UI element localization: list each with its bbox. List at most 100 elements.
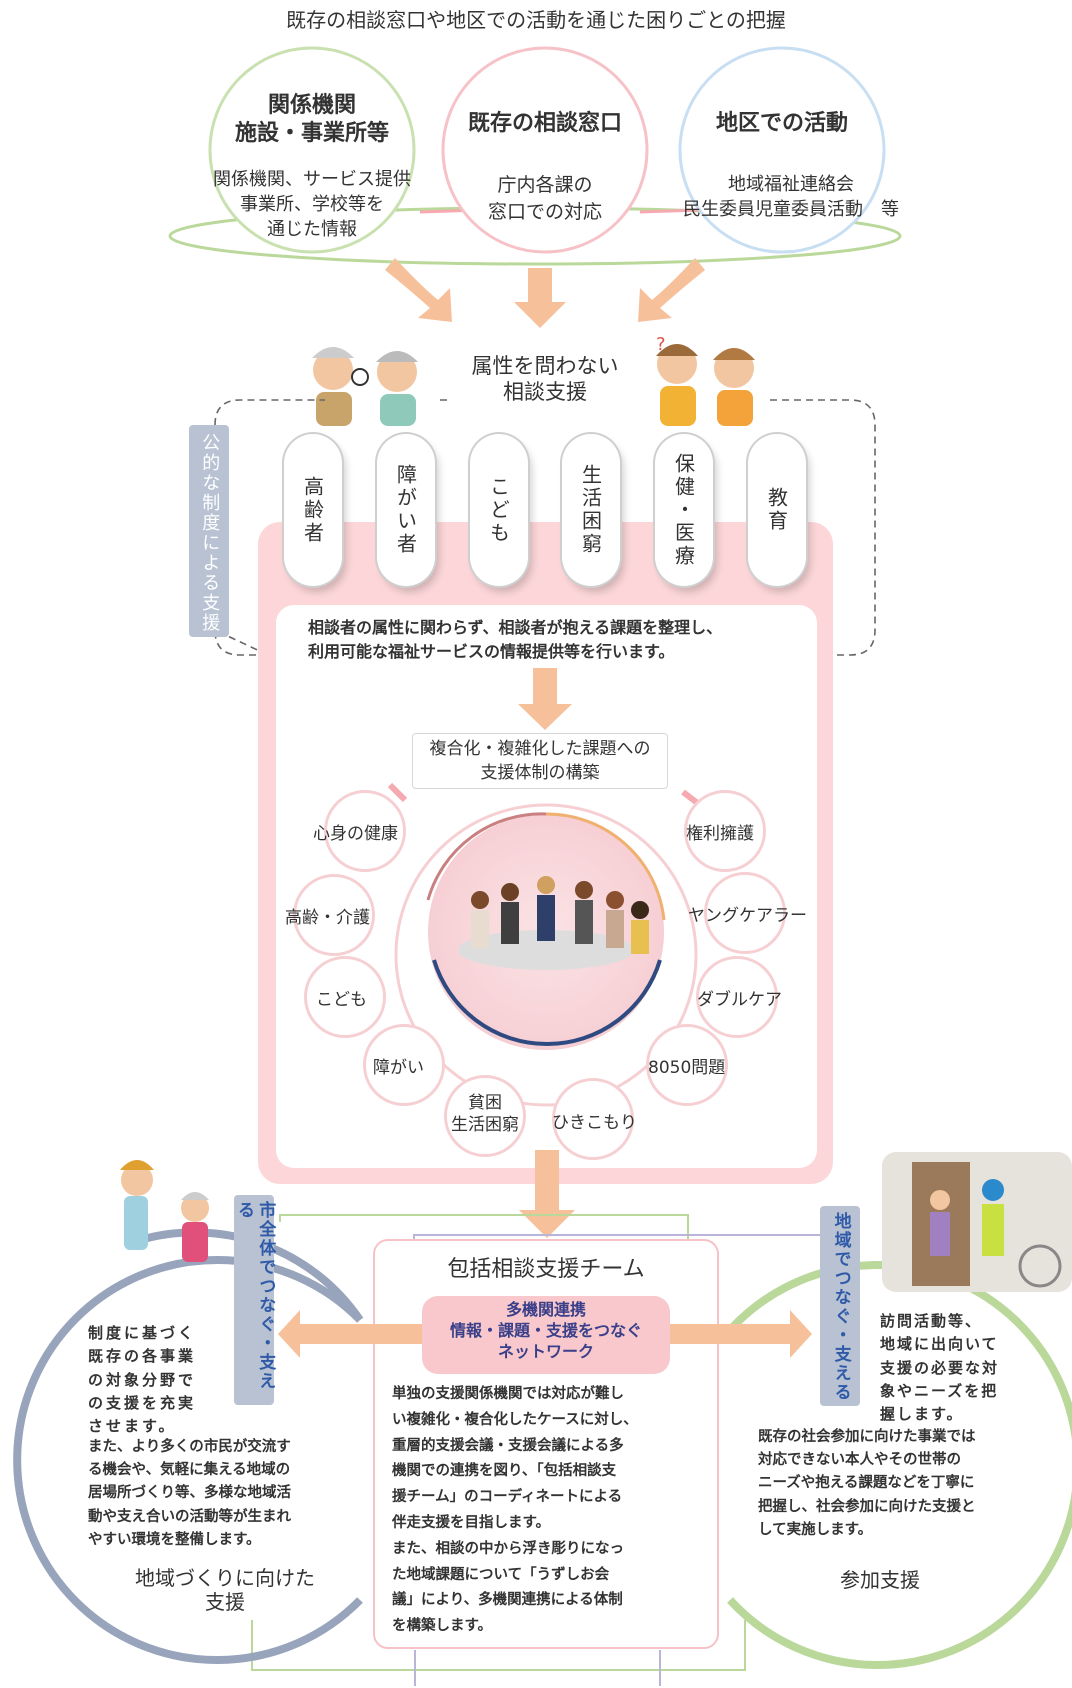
issue-double-care: ダブルケア (697, 990, 782, 1010)
circle-district (678, 46, 886, 254)
body-line: 民生委員児童委員活動 等 (683, 199, 899, 221)
body-line: 通じた情報 (267, 218, 357, 240)
resident-body (930, 1212, 950, 1256)
body-line: 庁内各課の (497, 174, 593, 196)
category-disability: 障がい者 (377, 434, 435, 586)
body-line: 動や支え合いの活動等が生まれ (88, 1508, 291, 1525)
body-line: 地域福祉連絡会 (728, 174, 854, 195)
intro-line: 地域に出向いて (880, 1335, 999, 1354)
left-body: また、より多くの市民が交流す る機会や、気軽に集える地域の 居場所づくり等、多様… (88, 1436, 368, 1552)
category-label: こども (486, 475, 511, 545)
public-system-tag: 公的な制度による支援 (189, 425, 229, 637)
body-line: た地域課題について「うずしお会 (392, 1566, 610, 1583)
right-intro: 訪問活動等、 地域に出向いて 支援の必要な対 象やニーズを把 握します。 (880, 1310, 1040, 1426)
arrow-down-left (385, 258, 452, 322)
circle-agencies-body: 関係機関、サービス提供 事業所、学校等を 通じた情報 (178, 168, 446, 242)
circle-consult-window (441, 46, 649, 254)
category-label: 教育 (764, 487, 789, 533)
caregiver-illustration (120, 1160, 209, 1262)
question-icon: ? (656, 334, 666, 355)
resident-icon (930, 1190, 950, 1210)
issue-node (696, 956, 778, 1038)
arrow-down-right (638, 258, 705, 322)
circle-district-body: 地域福祉連絡会 民生委員児童委員活動 等 (660, 172, 922, 222)
body-line: また、より多くの市民が交流す (88, 1439, 291, 1455)
circle-agencies-title: 関係機関 施設・事業所等 (212, 92, 412, 147)
description-line: 相談者の属性に関わらず、相談者が抱える課題を整理し、 (308, 618, 723, 637)
circle-consult-title: 既存の相談窓口 (467, 111, 622, 136)
issue-node (684, 790, 766, 872)
body-line: また、相談の中から浮き彫りになっ (392, 1540, 624, 1557)
issue-advocacy: 権利擁護 (686, 824, 754, 844)
meeting-people-icon (458, 876, 649, 970)
link-line-purple (414, 1650, 661, 1686)
citywide-label: 市全体でつなぐ・支える (234, 1201, 276, 1391)
body-line: 居場所づくり等、多様な地域活 (88, 1485, 291, 1502)
label-line: 属性を問わない (471, 354, 619, 378)
young-person-icon (713, 348, 755, 426)
issue-line: 複合化・複雑化した課題への (429, 739, 651, 759)
elderly-person-icon (376, 351, 418, 426)
issue-node (363, 1024, 445, 1106)
community-tag: 地域でつなぐ・支える (820, 1206, 860, 1406)
link-line (639, 208, 701, 214)
issue-node (704, 872, 786, 954)
link-line-green (279, 1214, 689, 1240)
right-region-arc (727, 1261, 1072, 1669)
intro-line: 既存の各事業 (88, 1347, 197, 1366)
body-line: して実施します。 (758, 1521, 873, 1538)
intro-line: 訪問活動等、 (880, 1312, 983, 1330)
issue-ring (394, 803, 698, 1107)
main-description: 相談者の属性に関わらず、相談者が抱える課題を整理し、 利用可能な福祉サービスの情… (308, 616, 798, 664)
arrow-to-complex (518, 668, 572, 730)
issue-line: 支援体制の構築 (480, 762, 600, 783)
intro-line: 制度に基づく (88, 1324, 197, 1342)
category-label: 高齢者 (300, 475, 325, 545)
body-line: やすい環境を整備します。 (88, 1531, 261, 1548)
title-line: 関係機関 (267, 93, 356, 118)
circle-agencies (208, 46, 416, 254)
magnifier-icon (351, 368, 369, 386)
link-line-green (251, 1620, 746, 1671)
label-line: 相談支援 (503, 380, 587, 405)
left-region-arc (13, 1256, 363, 1664)
issue-node (324, 790, 406, 872)
body-line: 重層的支援会議・支援会議による多 (392, 1437, 624, 1454)
body-line: 既存の社会参加に向けた事業では (758, 1429, 976, 1445)
category-poverty: 生活困窮 (562, 434, 620, 586)
network-line: 多機関連携 (505, 1300, 586, 1319)
category-children: こども (470, 434, 528, 586)
body-line: い複雑化・複合化したケースに対し、 (392, 1411, 638, 1428)
body-line: を構築します。 (392, 1618, 493, 1635)
intro-line: の支援を充実 (88, 1393, 197, 1412)
intro-line: の対象分野で (88, 1370, 197, 1389)
category-label: 生活困窮 (578, 464, 603, 556)
visitor-body (982, 1204, 1004, 1256)
network-pill (422, 1296, 670, 1374)
issue-node (444, 1075, 526, 1157)
young-person-icon (656, 344, 698, 426)
category-elderly: 高齢者 (284, 434, 342, 586)
intro-line: させます。 (88, 1417, 177, 1435)
right-body: 既存の社会参加に向けた事業では 対応できない本人やその世帯の ニーズや抱える課題… (758, 1426, 1048, 1542)
arrow-right (660, 1310, 812, 1358)
consult-support-label: 属性を問わない 相談支援 (440, 353, 650, 406)
public-system-label: 公的な制度による支援 (199, 433, 221, 633)
body-line: 単独の支援関係機関では対応が難し (392, 1386, 624, 1402)
category-label: 保健・医療 (671, 452, 696, 568)
body-line: 機関での連携を図り、「包括相談支 (392, 1463, 617, 1480)
left-intro: 制度に基づく 既存の各事業 の対象分野で の支援を充実 させます。 (88, 1322, 238, 1438)
body-line: ニーズや抱える課題などを丁寧に (758, 1475, 975, 1492)
home-visit-illustration (882, 1152, 1072, 1292)
issue-aging-care: 高齢・介護 (285, 908, 370, 928)
description-line: 利用可能な福祉サービスの情報提供等を行います。 (308, 642, 675, 661)
body-line: 援チーム」のコーディネートによる (392, 1489, 623, 1506)
body-line: る機会や、気軽に集える地域の (88, 1462, 291, 1479)
network-line: ネットワーク (497, 1341, 594, 1361)
issue-young-carer: ヤングケアラー (688, 906, 807, 926)
arrow-down-center (514, 268, 566, 328)
bicycle-icon (1018, 1244, 1062, 1288)
body-line: 伴走支援を目指します。 (392, 1514, 551, 1531)
footer-line: 支援 (205, 1590, 245, 1614)
network-line: 情報・課題・支援をつなぐ (449, 1320, 642, 1340)
